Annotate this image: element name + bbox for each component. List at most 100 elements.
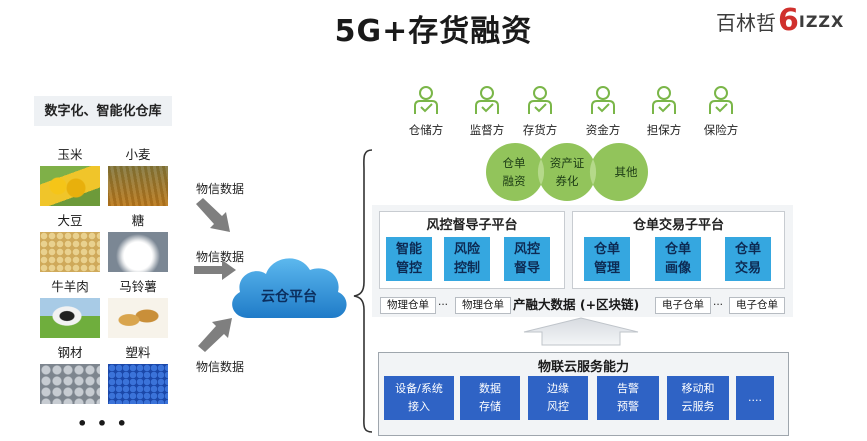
service-line: 风控 — [547, 400, 569, 413]
service-alerts: 告警 预警 — [597, 376, 659, 420]
circle-text-line: 仓单 — [502, 156, 526, 170]
goods-item: 玉米 — [40, 146, 100, 206]
trade-box-receipt-trading: 仓单 交易 — [725, 237, 771, 281]
goods-item: 钢材 — [40, 344, 100, 404]
participant-supervisor: 监督方 — [459, 86, 515, 138]
circle-text-line: 资产证 — [549, 156, 585, 170]
cloud-platform-label: 云仓平台 — [261, 289, 317, 305]
person-check-icon — [475, 86, 499, 114]
circle-warehouse-financing: 仓单 融资 — [496, 154, 532, 190]
flow-label: 物信数据 — [196, 182, 245, 196]
tag-electronic-receipt: 电子仓单 — [729, 297, 785, 314]
big-data-label: 产融大数据 (+区块链) — [513, 297, 640, 312]
risk-box-risk-control: 风险 控制 — [444, 237, 490, 281]
person-check-icon — [652, 86, 676, 114]
person-check-icon — [414, 86, 438, 114]
logo-text-en: IZZX — [798, 11, 845, 31]
risk-box-intelligent-control: 智能 管控 — [386, 237, 432, 281]
brand-logo: 百林哲 6 IZZX — [716, 6, 844, 36]
box-line: 管控 — [395, 261, 422, 276]
service-data-storage: 数据 存储 — [460, 376, 520, 420]
box-line: 画像 — [664, 261, 691, 276]
iot-title: 物联云服务能力 — [537, 360, 629, 375]
goods-item: 塑料 — [108, 344, 168, 404]
soybean-image — [40, 232, 100, 272]
subplatform-title: 风控督导子平台 — [426, 218, 518, 233]
goods-label: 塑料 — [125, 345, 151, 360]
steel-image — [40, 364, 100, 404]
circle-securitization: 资产证 券化 — [546, 154, 588, 190]
participant-warehouse: 仓储方 — [398, 86, 454, 138]
risk-box-supervision: 风控 督导 — [504, 237, 550, 281]
service-line: 接入 — [408, 400, 430, 413]
box-line: 仓单 — [593, 242, 620, 257]
arrow-up-right — [198, 318, 232, 352]
page-title: 5G+存货融资 — [334, 14, 533, 49]
circle-text-line: 券化 — [555, 174, 579, 188]
goods-item: 小麦 — [108, 146, 168, 206]
service-line: 云服务 — [681, 400, 715, 413]
box-line: 智能 — [395, 242, 422, 257]
cloud-shape — [232, 258, 347, 318]
person-check-icon — [709, 86, 733, 114]
participant-label: 保险方 — [703, 123, 739, 137]
box-line: 控制 — [453, 261, 480, 276]
service-more: .... — [736, 376, 774, 420]
goods-label: 钢材 — [57, 345, 83, 360]
trade-box-receipt-management: 仓单 管理 — [584, 237, 630, 281]
trade-box-receipt-profile: 仓单 画像 — [655, 237, 701, 281]
brace — [353, 149, 373, 433]
box-line: 督导 — [513, 261, 540, 276]
goods-label: 糖 — [131, 213, 145, 228]
service-edge-risk: 边缘 风控 — [528, 376, 588, 420]
circle-other: 其他 — [614, 165, 638, 179]
service-line: 告警 — [617, 382, 639, 395]
goods-label: 牛羊肉 — [51, 279, 89, 294]
corn-image — [40, 166, 100, 206]
service-line: 移动和 — [681, 382, 715, 395]
tag-electronic-receipt: 电子仓单 — [655, 297, 711, 314]
tag-ellipsis: ··· — [713, 299, 724, 311]
goods-item: 牛羊肉 — [40, 278, 100, 338]
sugar-image — [108, 232, 168, 272]
box-line: 交易 — [734, 261, 761, 276]
goods-item: 大豆 — [40, 212, 100, 272]
service-device-access: 设备/系统 接入 — [384, 376, 454, 420]
box-line: 管理 — [593, 261, 620, 276]
participant-label: 资金方 — [585, 123, 621, 137]
participant-label: 仓储方 — [408, 123, 444, 137]
participant-label: 监督方 — [469, 123, 505, 137]
tag-ellipsis: ··· — [438, 299, 449, 311]
circle-text-line: 融资 — [502, 174, 526, 188]
arrow-up-big — [523, 317, 639, 346]
participant-funder: 资金方 — [575, 86, 631, 138]
box-line: 风控 — [513, 242, 540, 257]
tag-physical-receipt: 物理仓单 — [455, 297, 511, 314]
participant-inventory: 存货方 — [512, 86, 568, 138]
goods-item: 糖 — [108, 212, 168, 272]
plastic-image — [108, 364, 168, 404]
subplatform-title: 仓单交易子平台 — [632, 218, 724, 233]
service-line: 边缘 — [547, 382, 569, 395]
service-line: 存储 — [479, 400, 501, 413]
goods-label: 马铃薯 — [119, 279, 157, 294]
wheat-image — [108, 166, 168, 206]
flow-label: 物信数据 — [196, 250, 245, 264]
arrow-right — [194, 260, 236, 280]
box-line: 仓单 — [734, 242, 761, 257]
participant-insurer: 保险方 — [693, 86, 749, 138]
participant-label: 担保方 — [646, 123, 682, 137]
logo-six: 6 — [778, 3, 799, 38]
service-line: 数据 — [479, 382, 501, 395]
participant-label: 存货方 — [522, 123, 558, 137]
cattle-image — [40, 298, 100, 338]
flow-label: 物信数据 — [196, 360, 245, 374]
potato-image — [108, 298, 168, 338]
person-check-icon — [591, 86, 615, 114]
box-line: 仓单 — [664, 242, 691, 257]
service-line: 预警 — [617, 400, 639, 413]
participant-guarantor: 担保方 — [636, 86, 692, 138]
goods-label: 玉米 — [57, 147, 83, 162]
service-mobile-cloud: 移动和 云服务 — [667, 376, 729, 420]
